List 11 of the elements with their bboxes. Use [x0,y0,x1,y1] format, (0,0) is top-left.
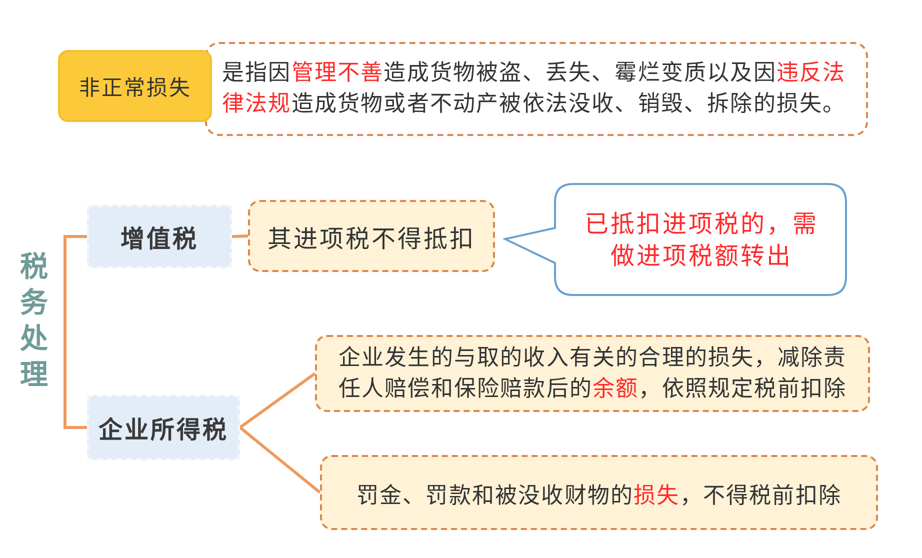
category-box: 非正常损失 [58,50,212,122]
tax-type-box: 增值税 [87,205,232,268]
side-heading: 税务处理 [18,248,65,394]
connector-line [239,372,316,429]
definition-box: 是指因管理不善造成货物被盗、丢失、霉烂变质以及因违反法律法规造成货物或者不动产被依法没收、销毁、拆除的损失。 [205,42,868,136]
connector-line [64,235,87,321]
connector-line [64,321,87,429]
tax-type-box: 企业所得税 [87,395,240,460]
connector-line [239,426,321,494]
speech-bubble: 已抵扣进项税的，需做进项税额转出 [503,183,848,296]
connector-line [232,234,248,238]
